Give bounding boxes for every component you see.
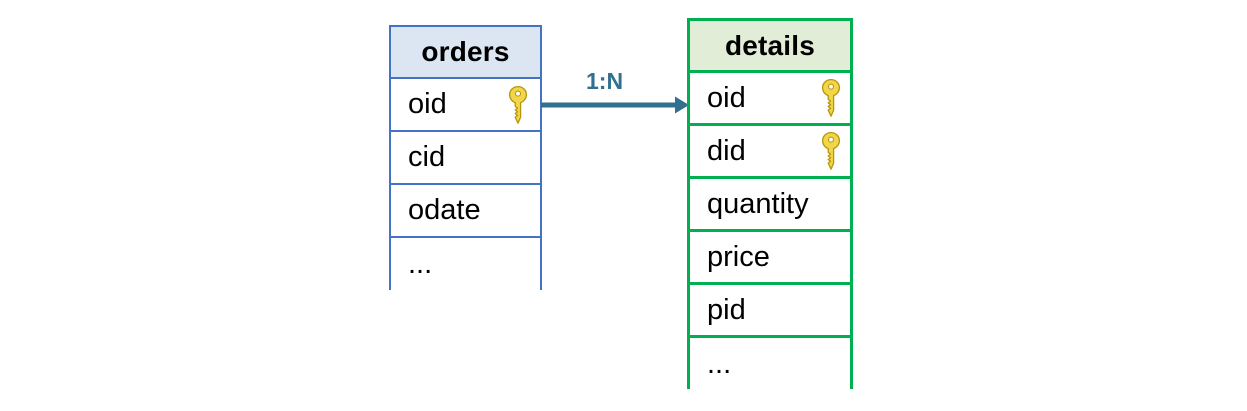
key-icon [508, 85, 528, 124]
attribute-row-orders-oid[interactable]: oid [391, 79, 540, 132]
entity-header-orders: orders [391, 27, 540, 79]
key-placeholder [507, 138, 529, 178]
attribute-label: quantity [707, 187, 809, 220]
attribute-row-details-oid[interactable]: oid [690, 73, 850, 126]
key-placeholder [820, 290, 842, 330]
relationship-cardinality-label: 1:N [586, 68, 624, 94]
attribute-label: oid [707, 81, 746, 114]
key-placeholder [820, 237, 842, 277]
entity-title-details: details [724, 29, 816, 61]
attribute-label: odate [408, 194, 481, 226]
key-icon [821, 131, 841, 170]
attribute-row-details-ellipsis[interactable]: ... [690, 338, 850, 391]
attribute-row-details-price[interactable]: price [690, 232, 850, 285]
attribute-label: did [707, 134, 746, 167]
key-placeholder [820, 345, 842, 385]
attribute-label: oid [408, 88, 447, 120]
attribute-label: price [707, 240, 770, 273]
entity-table-orders[interactable]: orders oid cid odate ... [389, 25, 542, 291]
attribute-row-orders-cid[interactable]: cid [391, 132, 540, 185]
attribute-label: cid [408, 141, 446, 173]
attribute-row-orders-ellipsis[interactable]: ... [391, 238, 540, 291]
entity-header-details: details [690, 21, 850, 73]
relationship-arrow[interactable] [536, 88, 692, 122]
key-placeholder [820, 184, 842, 224]
attribute-row-details-quantity[interactable]: quantity [690, 179, 850, 232]
attribute-label: ... [707, 348, 732, 380]
key-placeholder [507, 191, 529, 231]
attribute-label: pid [707, 293, 746, 326]
key-icon [821, 78, 841, 117]
attribute-row-orders-odate[interactable]: odate [391, 185, 540, 238]
attribute-row-details-pid[interactable]: pid [690, 285, 850, 338]
entity-title-orders: orders [421, 36, 510, 67]
attribute-row-details-did[interactable]: did [690, 126, 850, 179]
entity-table-details[interactable]: details oid did quantity price pid [687, 18, 853, 391]
attribute-label: ... [408, 248, 433, 280]
key-placeholder [507, 245, 529, 285]
